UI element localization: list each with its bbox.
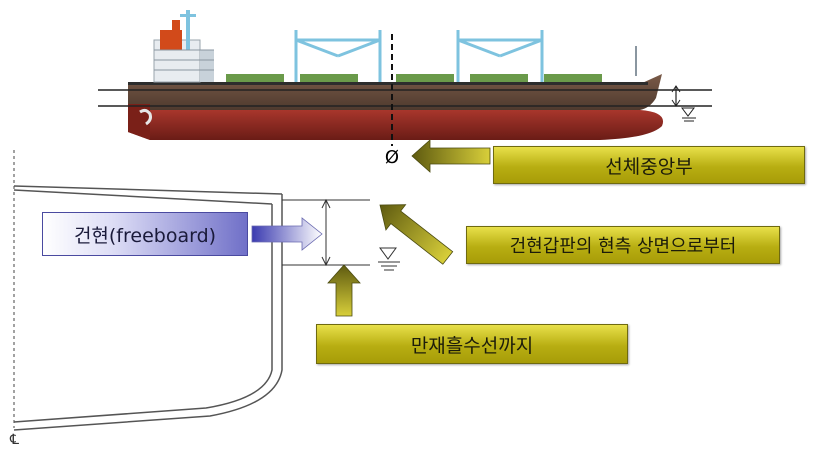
loadline-arrow — [327, 264, 361, 317]
hull-section — [13, 150, 400, 431]
ship-illustration — [98, 10, 712, 140]
midship-symbol: Ø — [385, 147, 399, 168]
centerline-symbol: ℄ — [9, 432, 19, 448]
midship-arrow — [411, 139, 491, 173]
midship-label: 선체중앙부 — [493, 146, 805, 184]
loadline-label: 만재흘수선까지 — [316, 324, 628, 364]
freeboard-label: 건현(freeboard) — [42, 212, 248, 256]
deck-edge-label: 건현갑판의 현측 상면으로부터 — [466, 226, 780, 264]
freeboard-arrow — [251, 217, 323, 251]
deck-edge-arrow — [379, 204, 454, 265]
